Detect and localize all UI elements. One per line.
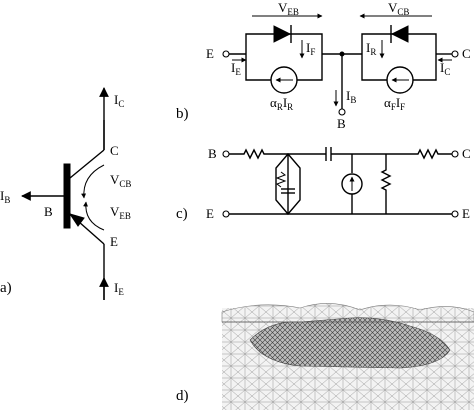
panel-b-label: b) [176,106,189,122]
right-loop [361,33,437,81]
terminal-c [451,50,459,58]
terminal-e [222,50,230,58]
ir-label: IR [366,40,376,57]
ic-label: IC [114,92,124,109]
terminal-c-c [451,150,459,158]
panel-c-label: c) [176,206,188,222]
ib-label-b: IB [346,88,356,105]
terminal-c-label-c: C [462,146,471,161]
if-label: IF [306,40,315,57]
terminal-b-label: B [44,204,53,219]
veb-arrow [83,201,105,231]
veb-label: VEB [110,204,131,221]
ie-label: IE [114,280,124,297]
terminal-e-right-c [451,210,459,218]
emitter-arrowhead [68,213,85,227]
terminal-c-label: C [110,143,119,158]
terminal-b-c [222,150,230,158]
terminal-b-label-b: B [337,116,346,131]
top-rail-left [229,148,326,160]
left-source-label: αRIR [270,95,293,112]
ie-label-b: IE [231,60,241,77]
collector-diagonal [69,149,105,179]
veb-label-b: VEB [278,0,299,17]
terminal-b [338,108,346,116]
input-resistor [275,171,287,188]
panel-a: IC C IB B E IE VCB VEB a) [0,87,131,300]
vcb-arrow [81,164,105,199]
terminal-e-label-b: E [206,46,214,61]
right-source-label: αFIF [384,95,405,112]
terminal-b-label-c: B [208,146,217,161]
ib-label: IB [0,188,10,205]
panel-a-label: a) [0,280,12,296]
panel-d-label: d) [176,388,189,404]
base-bar [63,163,71,229]
vcb-label-b: VCB [388,0,409,17]
terminal-e-label: E [110,234,118,249]
output-resistor [380,154,392,214]
mesh-surface [221,303,474,323]
left-diode [273,25,292,43]
terminal-e-left-label: E [206,206,214,221]
top-rail-right [331,148,452,160]
terminal-c-label-b: C [462,46,471,61]
terminal-e-right-label: E [462,206,470,221]
panel-d: d) [176,303,474,410]
vcb-label: VCB [110,172,131,189]
panel-c: B C E E c) [176,146,471,222]
terminal-e-left-c [222,210,230,218]
panel-b: VEB VCB E IE IF αRIR IB B IR [176,0,471,131]
right-diode [390,25,409,43]
ic-label-b: IC [440,60,450,77]
left-loop [245,33,323,81]
